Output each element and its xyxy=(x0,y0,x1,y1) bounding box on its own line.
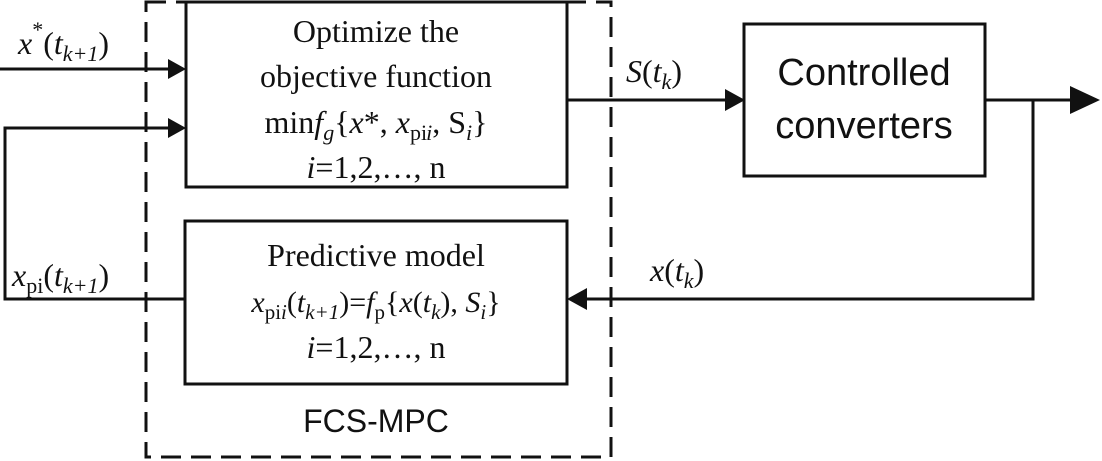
controlled-converters-line-2: converters xyxy=(775,105,952,147)
reference-arrowhead xyxy=(168,59,186,79)
predictive-model-formula: xpii(tk+1)=fp{x(tk), Si} xyxy=(250,286,500,324)
optimizer-line-1: Optimize the xyxy=(293,13,459,49)
output-arrowhead xyxy=(1070,86,1100,114)
measured-state-wire xyxy=(583,100,1035,301)
predictive-model-index-range: i=1,2,…, n xyxy=(307,329,446,365)
reference-input-label: x*(tk+1) xyxy=(17,17,109,66)
measured-state-arrowhead xyxy=(567,288,587,310)
switch-signal-arrowhead xyxy=(725,89,745,111)
predicted-state-label: xpi(tk+1) xyxy=(11,257,109,298)
switch-signal-label: S(tk) xyxy=(626,53,682,94)
predicted-state-arrowhead xyxy=(168,118,186,138)
predictive-model-title: Predictive model xyxy=(267,237,485,273)
predictive-model-block xyxy=(183,219,569,386)
controlled-converters-line-1: Controlled xyxy=(777,52,950,94)
predictive-model-text: Predictive model xpii(tk+1)=fp{x(tk), Si… xyxy=(250,237,500,365)
fcs-mpc-label: FCS-MPC xyxy=(303,403,449,439)
optimizer-index-range: i=1,2,…, n xyxy=(307,149,446,185)
optimizer-line-2: objective function xyxy=(260,58,492,94)
controlled-converters-block xyxy=(742,22,987,178)
predicted-state-feedback-wire xyxy=(3,126,185,301)
connection-wires xyxy=(0,67,1072,301)
objective-function-formula: minfg{x*, xpii, Si} xyxy=(265,104,488,145)
optimizer-text: Optimize the objective function minfg{x*… xyxy=(260,13,492,185)
measured-state-label: x(tk) xyxy=(649,252,704,293)
optimizer-block xyxy=(184,0,569,189)
fcs-mpc-boundary xyxy=(144,0,613,459)
